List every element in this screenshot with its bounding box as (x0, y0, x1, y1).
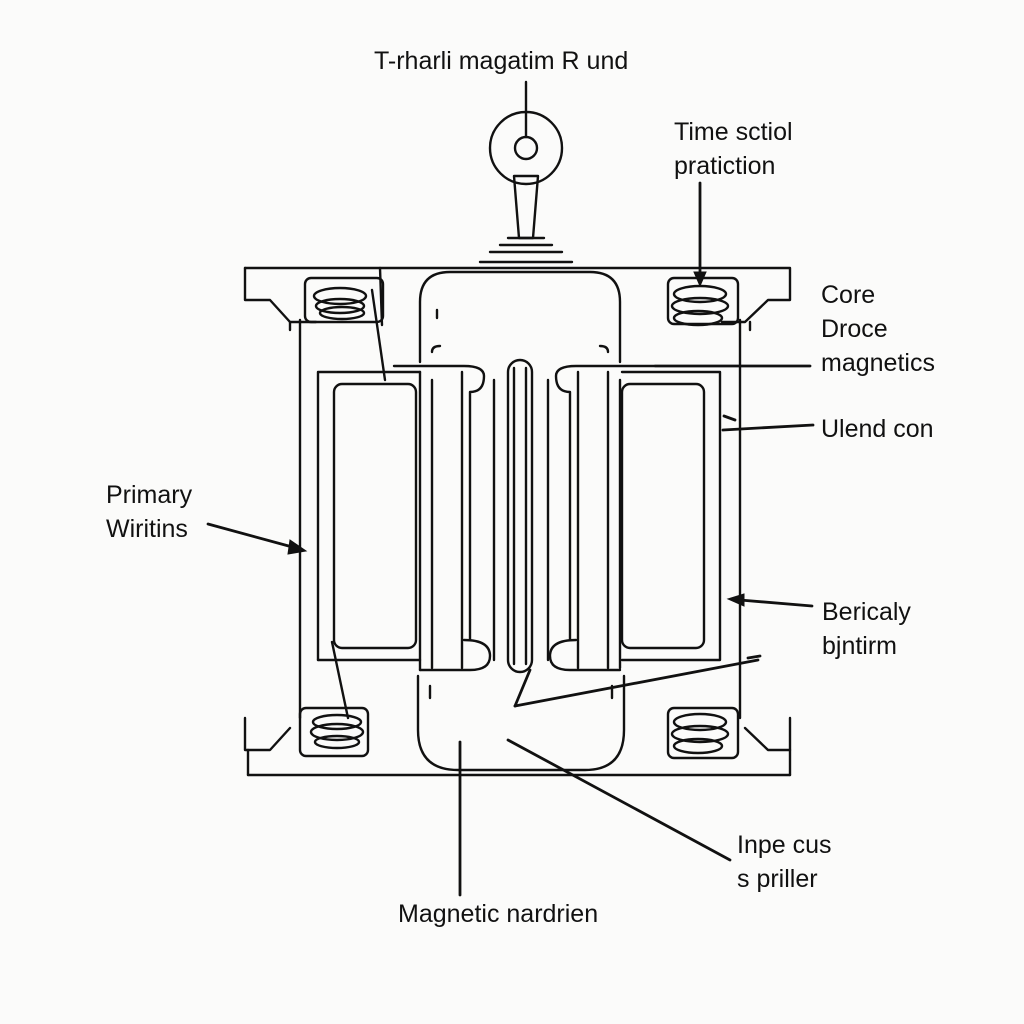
leader-center-diagonal (513, 654, 762, 708)
inpe-label-line-2: s priller (737, 865, 818, 893)
outer-frame (243, 266, 792, 777)
leader-ulend (721, 414, 815, 432)
magnetic-label-line: Magnetic nardrien (398, 900, 599, 928)
top-terminal-knob (478, 80, 574, 264)
core-label: Core Droce magnetics (821, 278, 935, 380)
core-label-line-1: Core (821, 281, 876, 309)
corner-coil-top-left (303, 266, 387, 382)
time-section-label: Time sctiol pratiction (674, 115, 793, 183)
ulend-label-line: Ulend con (821, 415, 934, 443)
corner-coil-bottom-right (666, 706, 740, 760)
core-label-line-3: magnetics (821, 349, 935, 377)
leader-inpe (506, 738, 732, 862)
top-terminal-label: T-rharli magatim R und (374, 44, 628, 78)
upper-core-cap (418, 270, 622, 364)
primary-label-line-1: Primary (106, 481, 193, 509)
core-label-line-2: Droce (821, 315, 888, 343)
top-terminal-label-line: T-rharli magatim R und (374, 47, 629, 75)
bericaly-label-line-2: bjntirm (822, 632, 898, 660)
leader-time-section (693, 181, 707, 288)
right-winding-window (620, 370, 722, 662)
corner-coil-bottom-left (298, 640, 370, 758)
time-section-label-line-2: pratiction (674, 152, 776, 180)
magnetic-label: Magnetic nardrien (398, 897, 598, 931)
inpe-label: Inpe cus s priller (737, 828, 832, 896)
center-limb-windings (392, 358, 656, 674)
time-section-label-line-1: Time sctiol (674, 118, 793, 146)
primary-windings-label: Primary Wiritins (106, 478, 192, 546)
bericaly-label-line-1: Bericaly (822, 598, 911, 626)
leader-bericaly (726, 593, 814, 608)
corner-coil-top-right (666, 276, 740, 327)
bericaly-label: Bericaly bjntirm (822, 595, 911, 663)
leader-primary (206, 522, 308, 555)
inpe-label-line-1: Inpe cus (737, 831, 832, 859)
primary-label-line-2: Wiritins (106, 515, 188, 543)
left-winding-window (316, 370, 422, 662)
ulend-label: Ulend con (821, 412, 934, 446)
